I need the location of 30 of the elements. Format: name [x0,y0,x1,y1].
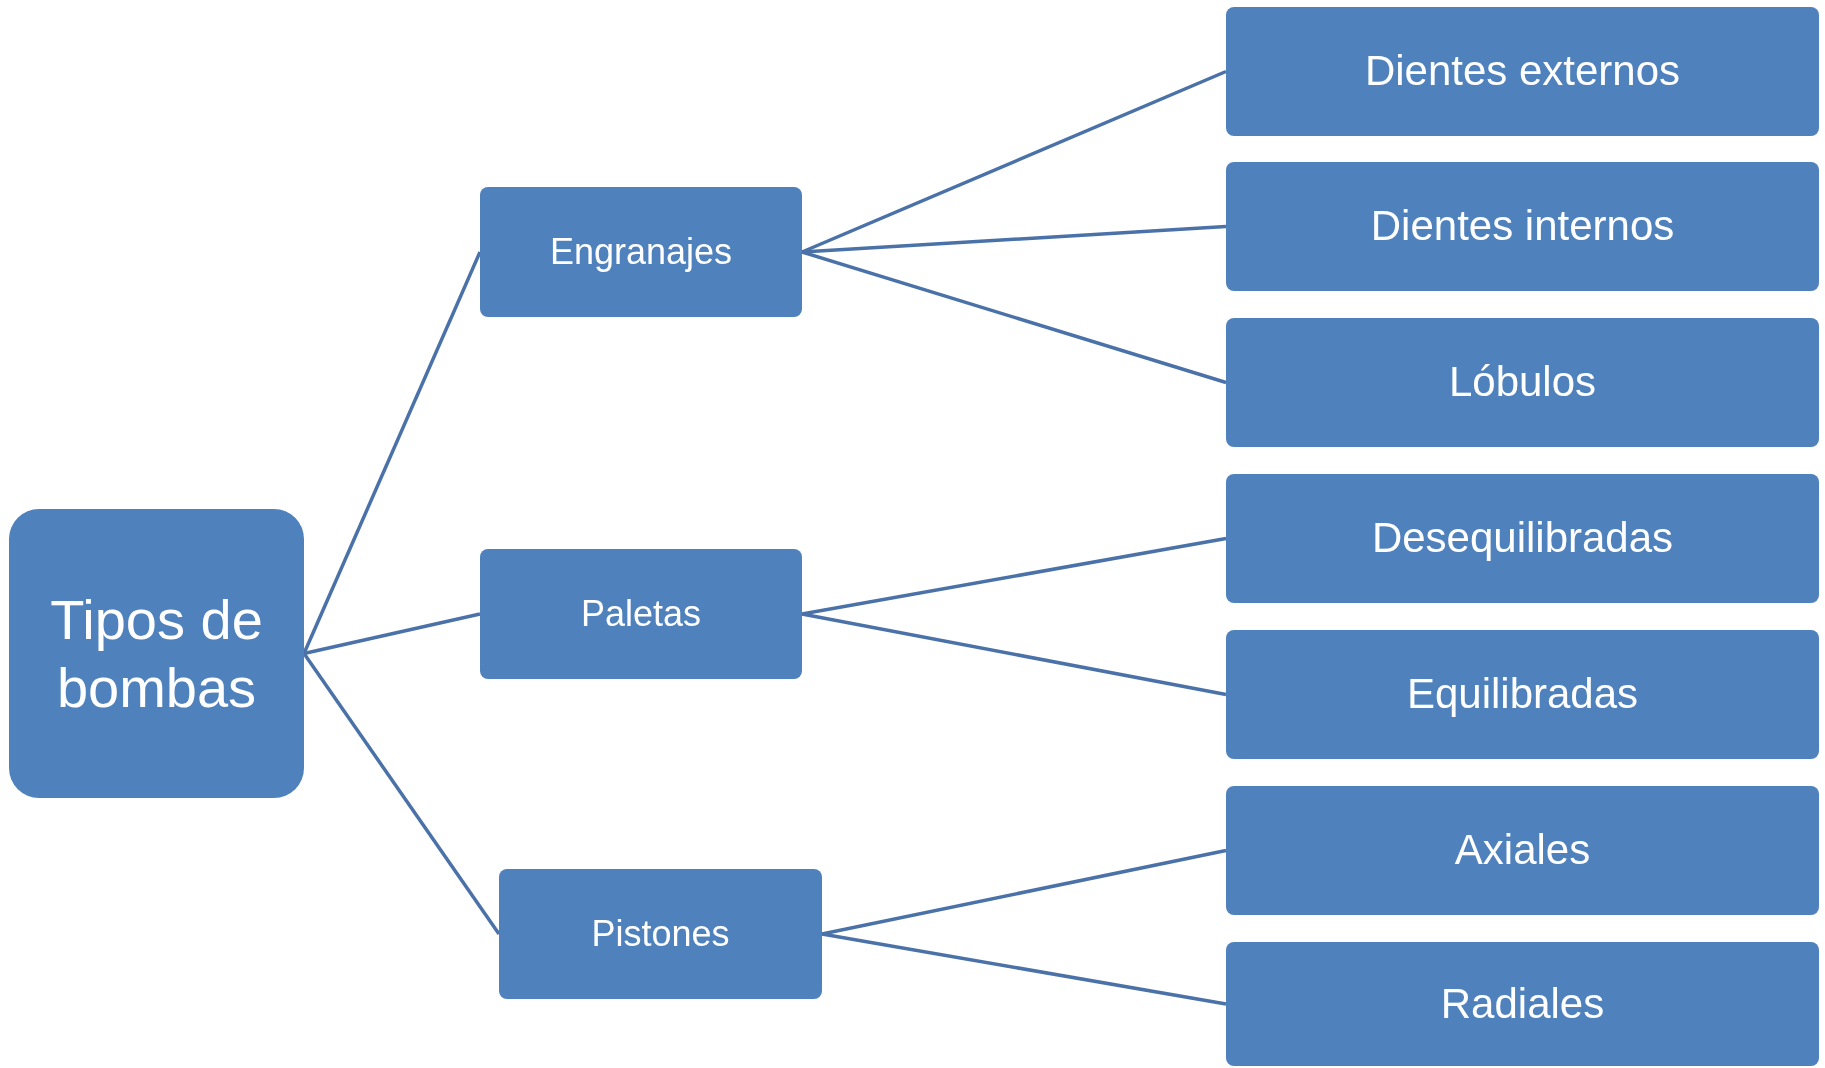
connector-line [801,612,1227,697]
process-box [1226,162,1819,291]
box-label: Desequilibradas [1371,513,1674,564]
process-box [1226,630,1819,759]
connector-line [801,536,1227,616]
process-box [480,549,802,679]
connector-line [821,932,1227,1006]
process-box [9,509,304,798]
connector-line [302,251,482,655]
connector-line [302,652,501,935]
process-box [1226,942,1819,1066]
process-box [1226,318,1819,447]
process-box [499,869,822,999]
connector-line [303,612,481,656]
connector-line [801,250,1227,385]
box-label: Engranajes [549,230,733,274]
process-box [1226,7,1819,136]
box-label: Axiales [1454,825,1591,876]
connector-line [821,848,1227,936]
box-label: Lóbulos [1448,357,1597,408]
box-label: Tipos de bombas [49,587,264,721]
box-label: Pistones [591,912,730,956]
box-label: Paletas [580,592,702,636]
process-box [480,187,802,317]
box-label: Equilibradas [1406,669,1639,720]
process-box [1226,786,1819,915]
process-box [1226,474,1819,603]
box-label: Dientes internos [1370,201,1675,252]
box-label: Radiales [1440,978,1605,1029]
box-label: Dientes externos [1364,46,1681,97]
